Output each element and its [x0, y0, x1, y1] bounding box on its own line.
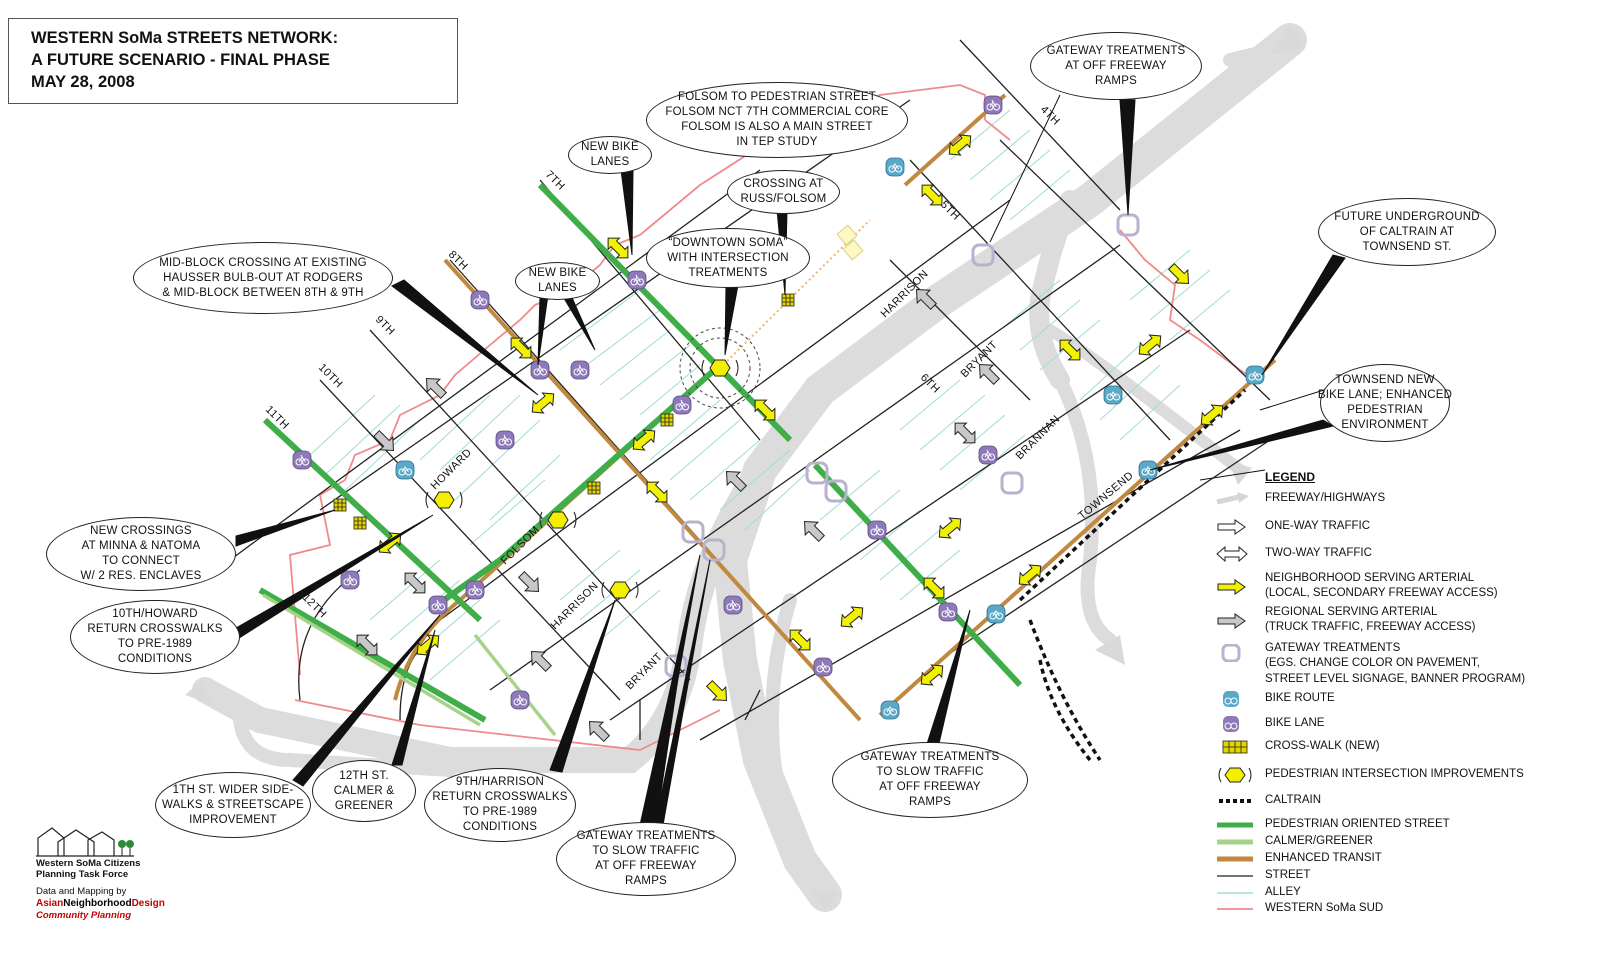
callout-10th-howard: 10TH/HOWARD RETURN CROSSWALKS TO PRE-198… — [70, 600, 240, 674]
legend-item-caltrain: CALTRAIN — [1215, 792, 1600, 810]
yellow-arrow-icon — [1217, 579, 1246, 595]
ped-street-swatch — [1217, 822, 1253, 828]
legend-item-sud: WESTERN SoMa SUD — [1215, 900, 1600, 918]
ped-intersection-icon — [1218, 767, 1252, 783]
credits-org-line-2: Planning Task Force — [36, 869, 129, 880]
label-10th: 10TH — [316, 362, 345, 391]
legend-item-calmer: CALMER/GREENER — [1215, 833, 1600, 851]
legend-item-crosswalk: CROSS-WALK (NEW) — [1215, 738, 1600, 756]
legend-item-bike-lane: BIKE LANE — [1215, 715, 1600, 733]
callout-gateway-bottom: GATEWAY TREATMENTS TO SLOW TRAFFIC AT OF… — [556, 822, 736, 896]
legend-item-freeway: FREEWAY/HIGHWAYS — [1215, 490, 1600, 508]
legend-item-one-way: ONE-WAY TRAFFIC — [1215, 518, 1600, 536]
one-way-arrow-icon — [1217, 519, 1246, 535]
label-5th: 5TH — [938, 199, 962, 223]
legend-item-regional-arterial: REGIONAL SERVING ARTERIAL (TRUCK TRAFFIC… — [1215, 604, 1600, 636]
caltrain-icon — [1219, 799, 1251, 803]
callout-11th-wider-sidewalks: 1TH ST. WIDER SIDE- WALKS & STREETSCAPE … — [155, 772, 311, 838]
callout-new-crossings: NEW CROSSINGS AT MINNA & NATOMA TO CONNE… — [46, 517, 236, 591]
label-howard: HOWARD — [429, 446, 475, 492]
callout-caltrain-future: FUTURE UNDERGROUND OF CALTRAIN AT TOWNSE… — [1318, 198, 1496, 266]
legend-item-transit: ENHANCED TRANSIT — [1215, 850, 1600, 868]
legend-item-gateway: GATEWAY TREATMENTS (EGS. CHANGE COLOR ON… — [1215, 640, 1600, 688]
bike-route-symbols — [395, 157, 1265, 720]
legend-heading: LEGEND — [1265, 470, 1316, 484]
label-brannan: BRANNAN — [1014, 413, 1063, 462]
alley-layer — [309, 109, 1231, 681]
callout-new-bike-lanes-2: NEW BIKE LANES — [515, 262, 600, 300]
callout-townsend-bike-lane: TOWNSEND NEW BIKE LANE; ENHANCED PEDESTR… — [1318, 364, 1452, 442]
gray-arrow-icon — [1217, 613, 1246, 629]
callout-crossing-russ: CROSSING AT RUSS/FOLSOM — [727, 170, 840, 214]
credits-and-logo: AsianNeighborhoodDesign — [36, 898, 165, 909]
callout-leaders — [235, 99, 1346, 826]
callout-downtown-soma: “DOWNTOWN SOMA” WITH INTERSECTION TREATM… — [646, 228, 810, 288]
bike-lane-symbols — [292, 95, 1003, 710]
legend-item-ped-intersection: PEDESTRIAN INTERSECTION IMPROVEMENTS — [1215, 766, 1600, 784]
callout-new-bike-lanes-1: NEW BIKE LANES — [568, 136, 652, 174]
callout-12th-calmer: 12TH ST. CALMER & GREENER — [312, 760, 416, 822]
credits-community-planning: Community Planning — [36, 910, 131, 921]
legend-item-ped-street: PEDESTRIAN ORIENTED STREET — [1215, 816, 1600, 834]
label-9th: 9TH — [373, 314, 397, 338]
transit-swatch — [1217, 856, 1253, 862]
credits-data-mapping: Data and Mapping by — [36, 886, 127, 897]
legend-item-street: STREET — [1215, 867, 1600, 885]
calmer-swatch — [1217, 839, 1253, 845]
callout-folsom-ped: FOLSOM TO PEDESTRIAN STREET FOLSOM NCT 7… — [646, 82, 908, 158]
label-8th: 8TH — [446, 249, 470, 273]
sud-swatch — [1217, 908, 1253, 910]
label-4th: 4TH — [1038, 104, 1062, 128]
map-title-line-2: A FUTURE SCENARIO - FINAL PHASE — [31, 51, 330, 69]
callout-gateway-right: GATEWAY TREATMENTS TO SLOW TRAFFIC AT OF… — [832, 742, 1028, 818]
map-title-line-3: MAY 28, 2008 — [31, 73, 135, 91]
callout-mid-block-crossing: MID-BLOCK CROSSING AT EXISTING HAUSSER B… — [133, 242, 393, 314]
legend-item-two-way: TWO-WAY TRAFFIC — [1215, 545, 1600, 563]
task-force-logo-icon — [36, 827, 134, 857]
callout-9th-harrison: 9TH/HARRISON RETURN CROSSWALKS TO PRE-19… — [424, 768, 576, 842]
credits-org-line-1: Western SoMa Citizens — [36, 858, 141, 869]
two-way-arrow-icon — [1216, 545, 1248, 563]
legend-item-alley: ALLEY — [1215, 884, 1600, 902]
callout-gateway-top: GATEWAY TREATMENTS AT OFF FREEWAY RAMPS — [1030, 32, 1202, 100]
alley-swatch — [1217, 892, 1253, 894]
map-title-box: WESTERN SoMa STREETS NETWORK: A FUTURE S… — [8, 18, 458, 104]
bike-route-icon — [1223, 691, 1239, 707]
gateway-icon — [1221, 644, 1241, 662]
legend: LEGEND FREEWAY/HIGHWAYS ONE-WAY TRAFFIC … — [1215, 470, 1600, 914]
label-bryant-1: BRYANT — [624, 651, 665, 692]
street-swatch — [1217, 875, 1253, 877]
legend-item-bike-route: BIKE ROUTE — [1215, 690, 1600, 708]
street-layer — [229, 39, 1271, 741]
map-title-line-1: WESTERN SoMa STREETS NETWORK: — [31, 29, 339, 47]
legend-item-neighborhood-arterial: NEIGHBORHOOD SERVING ARTERIAL (LOCAL, SE… — [1215, 570, 1600, 602]
crosswalk-icon — [1222, 740, 1248, 754]
label-6th: 6TH — [918, 372, 942, 396]
bike-lane-icon — [1223, 716, 1239, 732]
freeway-icon — [1216, 492, 1249, 505]
credits: Western SoMa Citizens Planning Task Forc… — [36, 822, 216, 921]
